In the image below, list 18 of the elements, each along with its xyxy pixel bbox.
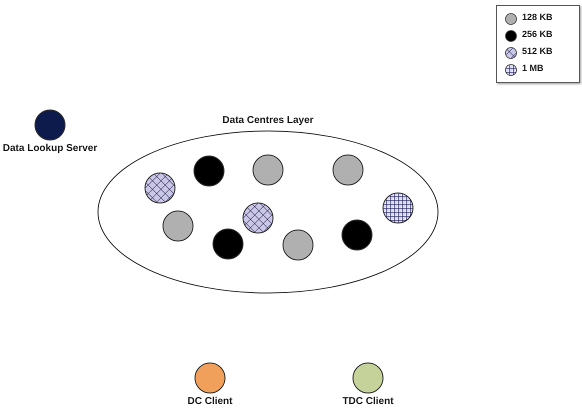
storage-circle (341, 219, 373, 251)
storage-circle (193, 155, 225, 187)
legend-label: 512 KB (522, 46, 553, 56)
node-label: Data Lookup Server (2, 143, 98, 154)
storage-circle (282, 229, 314, 261)
storage-circle (252, 154, 284, 186)
storage-circle (332, 154, 364, 186)
node-label: TDC Client (342, 396, 394, 407)
storage-circle (144, 172, 176, 204)
storage-circle (382, 192, 414, 224)
storage-circle (162, 210, 194, 242)
group-title: Data Centres Layer (222, 115, 314, 126)
storage-circle (242, 202, 274, 234)
legend-label: 256 KB (522, 29, 553, 39)
node-label: DC Client (188, 396, 232, 407)
legend-label: 128 KB (522, 12, 553, 22)
legend-label: 1 MB (522, 63, 544, 73)
storage-circle (212, 228, 244, 260)
